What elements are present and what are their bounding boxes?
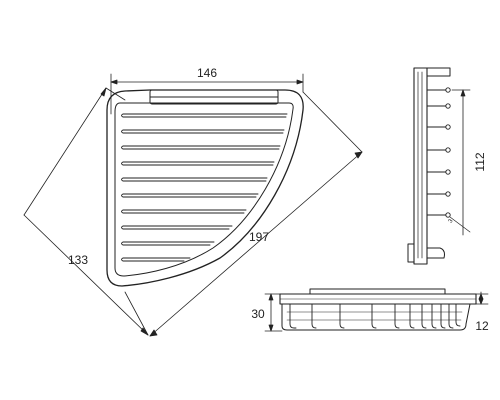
lip-height-label: 12 bbox=[475, 319, 489, 333]
basket-inner-frame bbox=[114, 102, 294, 277]
side-view bbox=[407, 67, 471, 265]
front-height-dimension bbox=[264, 293, 283, 332]
side-height-label: 112 bbox=[473, 152, 487, 171]
front-view bbox=[264, 288, 489, 332]
basket-top-lip bbox=[149, 89, 279, 105]
lip-height-dimension bbox=[475, 291, 489, 305]
front-wire-profiles bbox=[289, 303, 461, 329]
wire-rods bbox=[121, 113, 288, 262]
side-height-dimension bbox=[451, 89, 471, 236]
side-wire-ends bbox=[426, 87, 451, 218]
width-dimension bbox=[110, 73, 304, 115]
front-height-label: 30 bbox=[251, 307, 265, 321]
depth-label: 133 bbox=[68, 253, 88, 267]
wire-diameter-label: 3 bbox=[448, 218, 455, 225]
basket-outer-frame bbox=[106, 89, 304, 287]
side-back-plate bbox=[413, 67, 428, 265]
diagonal-label: 197 bbox=[249, 230, 269, 244]
depth-dimension bbox=[23, 87, 149, 336]
top-view bbox=[23, 73, 363, 337]
width-label: 146 bbox=[197, 66, 217, 80]
diagonal-dimension bbox=[149, 91, 363, 337]
front-basket-body bbox=[281, 303, 471, 331]
